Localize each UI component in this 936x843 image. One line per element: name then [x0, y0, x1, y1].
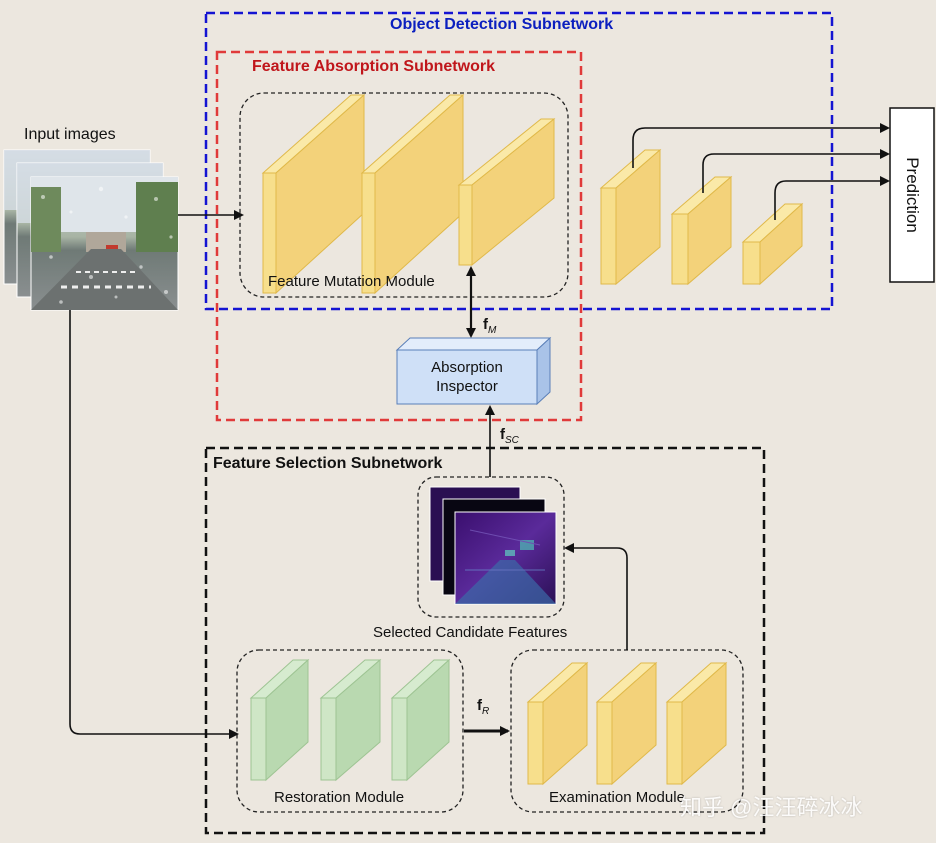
- head-block-3: [741, 202, 804, 286]
- object-detection-subnetwork-box: [204, 11, 834, 311]
- candidate-feature-maps: [429, 486, 557, 605]
- head-block-1: [599, 148, 662, 286]
- fsc-symbol: fSC: [500, 426, 519, 446]
- examination-label: Examination Module: [549, 789, 685, 806]
- detection-head-blocks: [599, 148, 804, 286]
- head1-to-prediction-arrow: [632, 123, 890, 168]
- head2-to-prediction-arrow: [702, 149, 890, 193]
- head3-to-prediction-arrow: [774, 176, 890, 220]
- prediction-label-box: Prediction: [890, 108, 934, 282]
- examination-block-1: [526, 661, 589, 786]
- restoration-block-1: [249, 658, 310, 782]
- restoration-label: Restoration Module: [274, 789, 405, 806]
- feature-mutation-blocks: [261, 93, 556, 295]
- restoration-block-2: [319, 658, 382, 782]
- mutation-block-1: [261, 93, 366, 295]
- feature-absorption-subnetwork-box: [215, 50, 583, 422]
- input-images-stack: [3, 149, 179, 311]
- feature-mutation-module-box: [239, 92, 569, 298]
- feature-mutation-label: Feature Mutation Module: [268, 273, 435, 290]
- absorption-inspector-label: Absorption Inspector: [431, 359, 503, 395]
- feature-absorption-title: Feature Absorption Subnetwork: [252, 58, 495, 75]
- head-block-2: [670, 175, 733, 286]
- feature-selection-subnetwork-box: [204, 446, 766, 835]
- input-to-restoration-arrow: [69, 310, 239, 739]
- examination-block-3: [665, 661, 728, 786]
- fm-symbol: fM: [483, 316, 497, 336]
- selected-candidates-label: Selected Candidate Features: [373, 624, 568, 641]
- input-images-label: Input images: [24, 126, 116, 143]
- prediction-label: Prediction: [903, 157, 922, 233]
- fr-symbol: fR: [477, 697, 490, 717]
- examination-blocks: [526, 661, 728, 786]
- watermark: 知乎 @汪汪碎冰冰: [680, 795, 863, 820]
- examination-block-2: [595, 661, 658, 786]
- object-detection-title: Object Detection Subnetwork: [390, 16, 614, 33]
- prediction-box: [889, 107, 935, 283]
- absorption-inspector-box: [395, 336, 552, 406]
- mutation-block-3: [457, 117, 556, 267]
- mutation-block-2: [360, 93, 465, 295]
- restoration-blocks: [249, 658, 451, 782]
- examination-to-candidates-arrow: [564, 543, 628, 650]
- restoration-block-3: [390, 658, 451, 782]
- feature-selection-title: Feature Selection Subnetwork: [213, 455, 443, 472]
